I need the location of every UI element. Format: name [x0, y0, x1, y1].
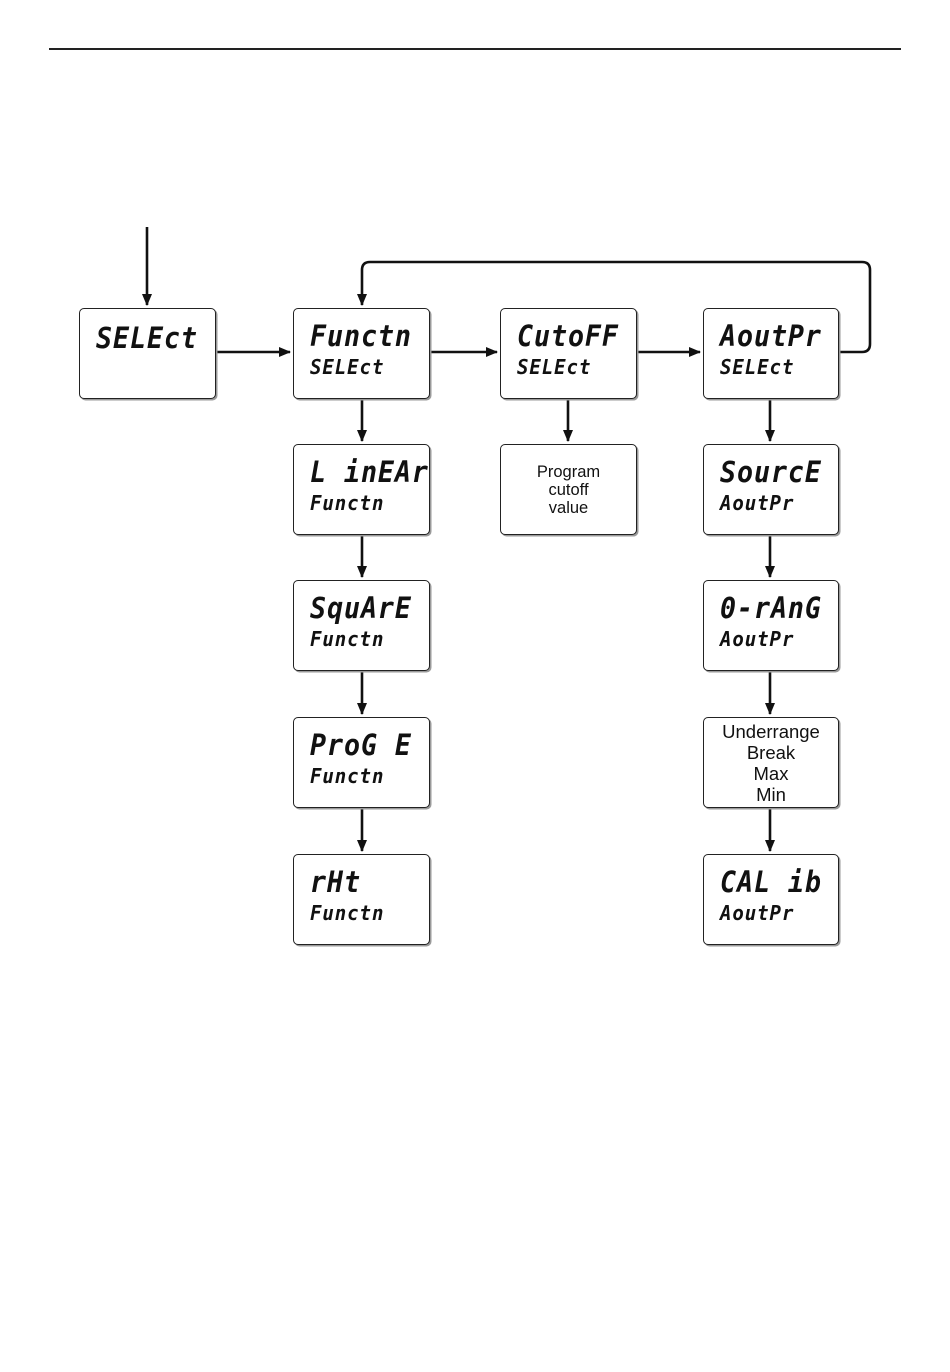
node-cutoff-select: CutoFF SELEct [500, 308, 637, 399]
node-source-aoutpr: SourcE AoutPr [703, 444, 839, 535]
display-text: L inEAr [310, 455, 429, 489]
display-text: ProG E [310, 728, 412, 762]
display-text: rHt [310, 865, 361, 899]
display-text: SquArE [310, 591, 412, 625]
node-orang-aoutpr: 0-rAnG AoutPr [703, 580, 839, 671]
node-functn-select: Functn SELEct [293, 308, 430, 399]
node-underrange-note: Underrange Break Max Min [703, 717, 839, 808]
display-subtext: SELEct [720, 355, 794, 379]
node-calib-aoutpr: CAL ib AoutPr [703, 854, 839, 945]
display-subtext: Functn [310, 764, 384, 788]
display-subtext: Functn [310, 901, 384, 925]
node-linear-functn: L inEAr Functn [293, 444, 430, 535]
display-text: Functn [310, 319, 412, 353]
display-text: CutoFF [517, 319, 619, 353]
display-subtext: AoutPr [720, 901, 794, 925]
program-cutoff-text: Program cutoff value [501, 463, 636, 517]
underrange-options-text: Underrange Break Max Min [704, 721, 838, 805]
display-text: AoutPr [720, 319, 822, 353]
display-subtext: Functn [310, 627, 384, 651]
display-subtext: Functn [310, 491, 384, 515]
display-subtext: SELEct [310, 355, 384, 379]
node-square-functn: SquArE Functn [293, 580, 430, 671]
node-program-cutoff-note: Program cutoff value [500, 444, 637, 535]
display-text: 0-rAnG [720, 591, 822, 625]
display-text: SourcE [720, 455, 822, 489]
node-progre-functn: ProG E Functn [293, 717, 430, 808]
display-subtext: AoutPr [720, 627, 794, 651]
display-text: CAL ib [720, 865, 822, 899]
node-rht-functn: rHt Functn [293, 854, 430, 945]
node-aoutpr-select: AoutPr SELEct [703, 308, 839, 399]
display-text: SELEct [96, 321, 198, 355]
display-subtext: AoutPr [720, 491, 794, 515]
node-select-entry: SELEct [79, 308, 216, 399]
display-subtext: SELEct [517, 355, 591, 379]
